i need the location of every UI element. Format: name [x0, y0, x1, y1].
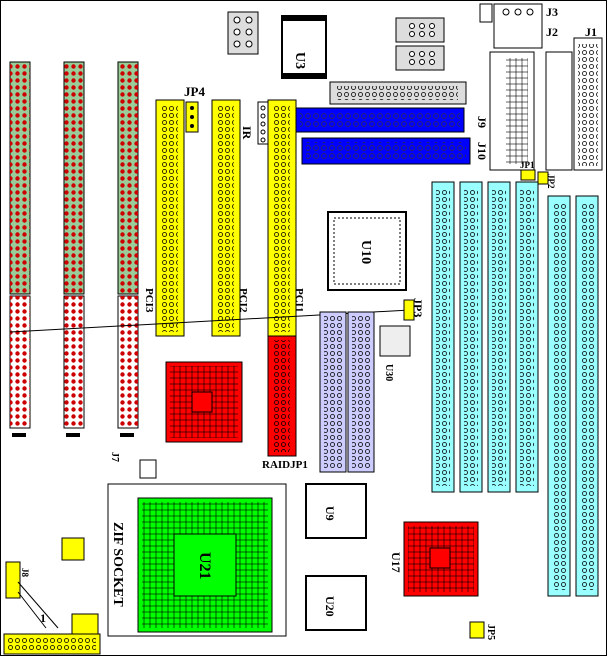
label-ir: IR	[240, 126, 254, 140]
ide-slot-b	[347, 311, 375, 473]
label-u21: U21	[196, 552, 213, 580]
dimm-slot-3	[487, 181, 511, 493]
zif-socket	[107, 483, 287, 637]
label-jp4: JP4	[184, 84, 205, 99]
ir-connector	[257, 101, 269, 145]
chip-u10	[327, 211, 407, 291]
label-pci2: PCI2	[237, 288, 249, 313]
chip-u3	[281, 15, 327, 79]
chip-u9	[305, 483, 367, 539]
connector-j7	[139, 459, 157, 479]
label-one: 1	[40, 611, 46, 625]
label-u20: U20	[323, 596, 337, 617]
isa-slot-2	[63, 61, 85, 437]
label-j9: J9	[475, 116, 489, 128]
label-j10: J10	[475, 142, 489, 160]
bga-chip-left	[165, 361, 243, 443]
usb-connector-top-1	[395, 17, 445, 43]
ide-slot-a	[319, 311, 347, 473]
pointer-line-1	[17, 581, 59, 629]
pci-slot-2	[211, 99, 241, 337]
label-u17: U17	[389, 552, 403, 573]
label-zif-socket: ZIF SOCKET	[110, 522, 125, 607]
label-pci1: PCI1	[293, 288, 305, 312]
bga-chip-u17	[403, 521, 479, 597]
raid-slot	[267, 335, 297, 457]
header-connector-top	[227, 11, 259, 55]
label-jp1: JP1	[520, 160, 535, 170]
simm-slot-2	[575, 195, 599, 597]
isa-slot-1	[9, 61, 31, 437]
label-jp3: JP3	[411, 298, 425, 317]
label-u30: U30	[383, 364, 394, 381]
connector-j2-body	[545, 51, 573, 171]
label-j1: J1	[585, 25, 597, 39]
ide-connector-j9	[295, 107, 465, 133]
label-raidjp1: RAIDJP1	[262, 459, 308, 471]
label-jp5: JP5	[485, 624, 496, 640]
jumper-bottom-left	[5, 537, 99, 635]
dimm-slot-2	[459, 181, 483, 493]
connector-j2	[489, 51, 535, 171]
simm-slot-1	[547, 195, 571, 597]
jumper-jp1	[520, 169, 536, 181]
chip-u20	[305, 575, 367, 631]
jumper-jp2	[537, 171, 549, 185]
label-j8: J8	[20, 568, 30, 578]
pci-slot-1	[267, 99, 297, 337]
jumper-jp3	[403, 299, 415, 321]
usb-connector-top-2	[395, 45, 445, 71]
label-jp2: JP2	[546, 174, 556, 189]
connector-j3	[479, 3, 543, 49]
label-u3: U3	[292, 52, 307, 69]
dimm-slot-1	[431, 181, 455, 493]
pci-slot-3	[155, 99, 185, 337]
jumper-jp4	[185, 101, 199, 133]
label-j7: J7	[109, 452, 120, 462]
ide-connector-j10	[301, 137, 471, 165]
label-pci3: PCI3	[143, 288, 155, 313]
front-panel-header	[3, 633, 101, 655]
jumper-jp5	[469, 621, 485, 639]
label-j2: J2	[546, 25, 558, 39]
label-u9: U9	[323, 506, 337, 521]
floppy-connector	[329, 81, 467, 105]
pointer-line-2	[17, 591, 47, 629]
dimm-slot-4	[515, 181, 539, 493]
connector-j1	[573, 37, 603, 171]
isa-slot-3	[117, 61, 139, 437]
label-j3: J3	[546, 5, 558, 19]
chip-u30	[379, 325, 411, 357]
label-u10: U10	[358, 240, 373, 264]
